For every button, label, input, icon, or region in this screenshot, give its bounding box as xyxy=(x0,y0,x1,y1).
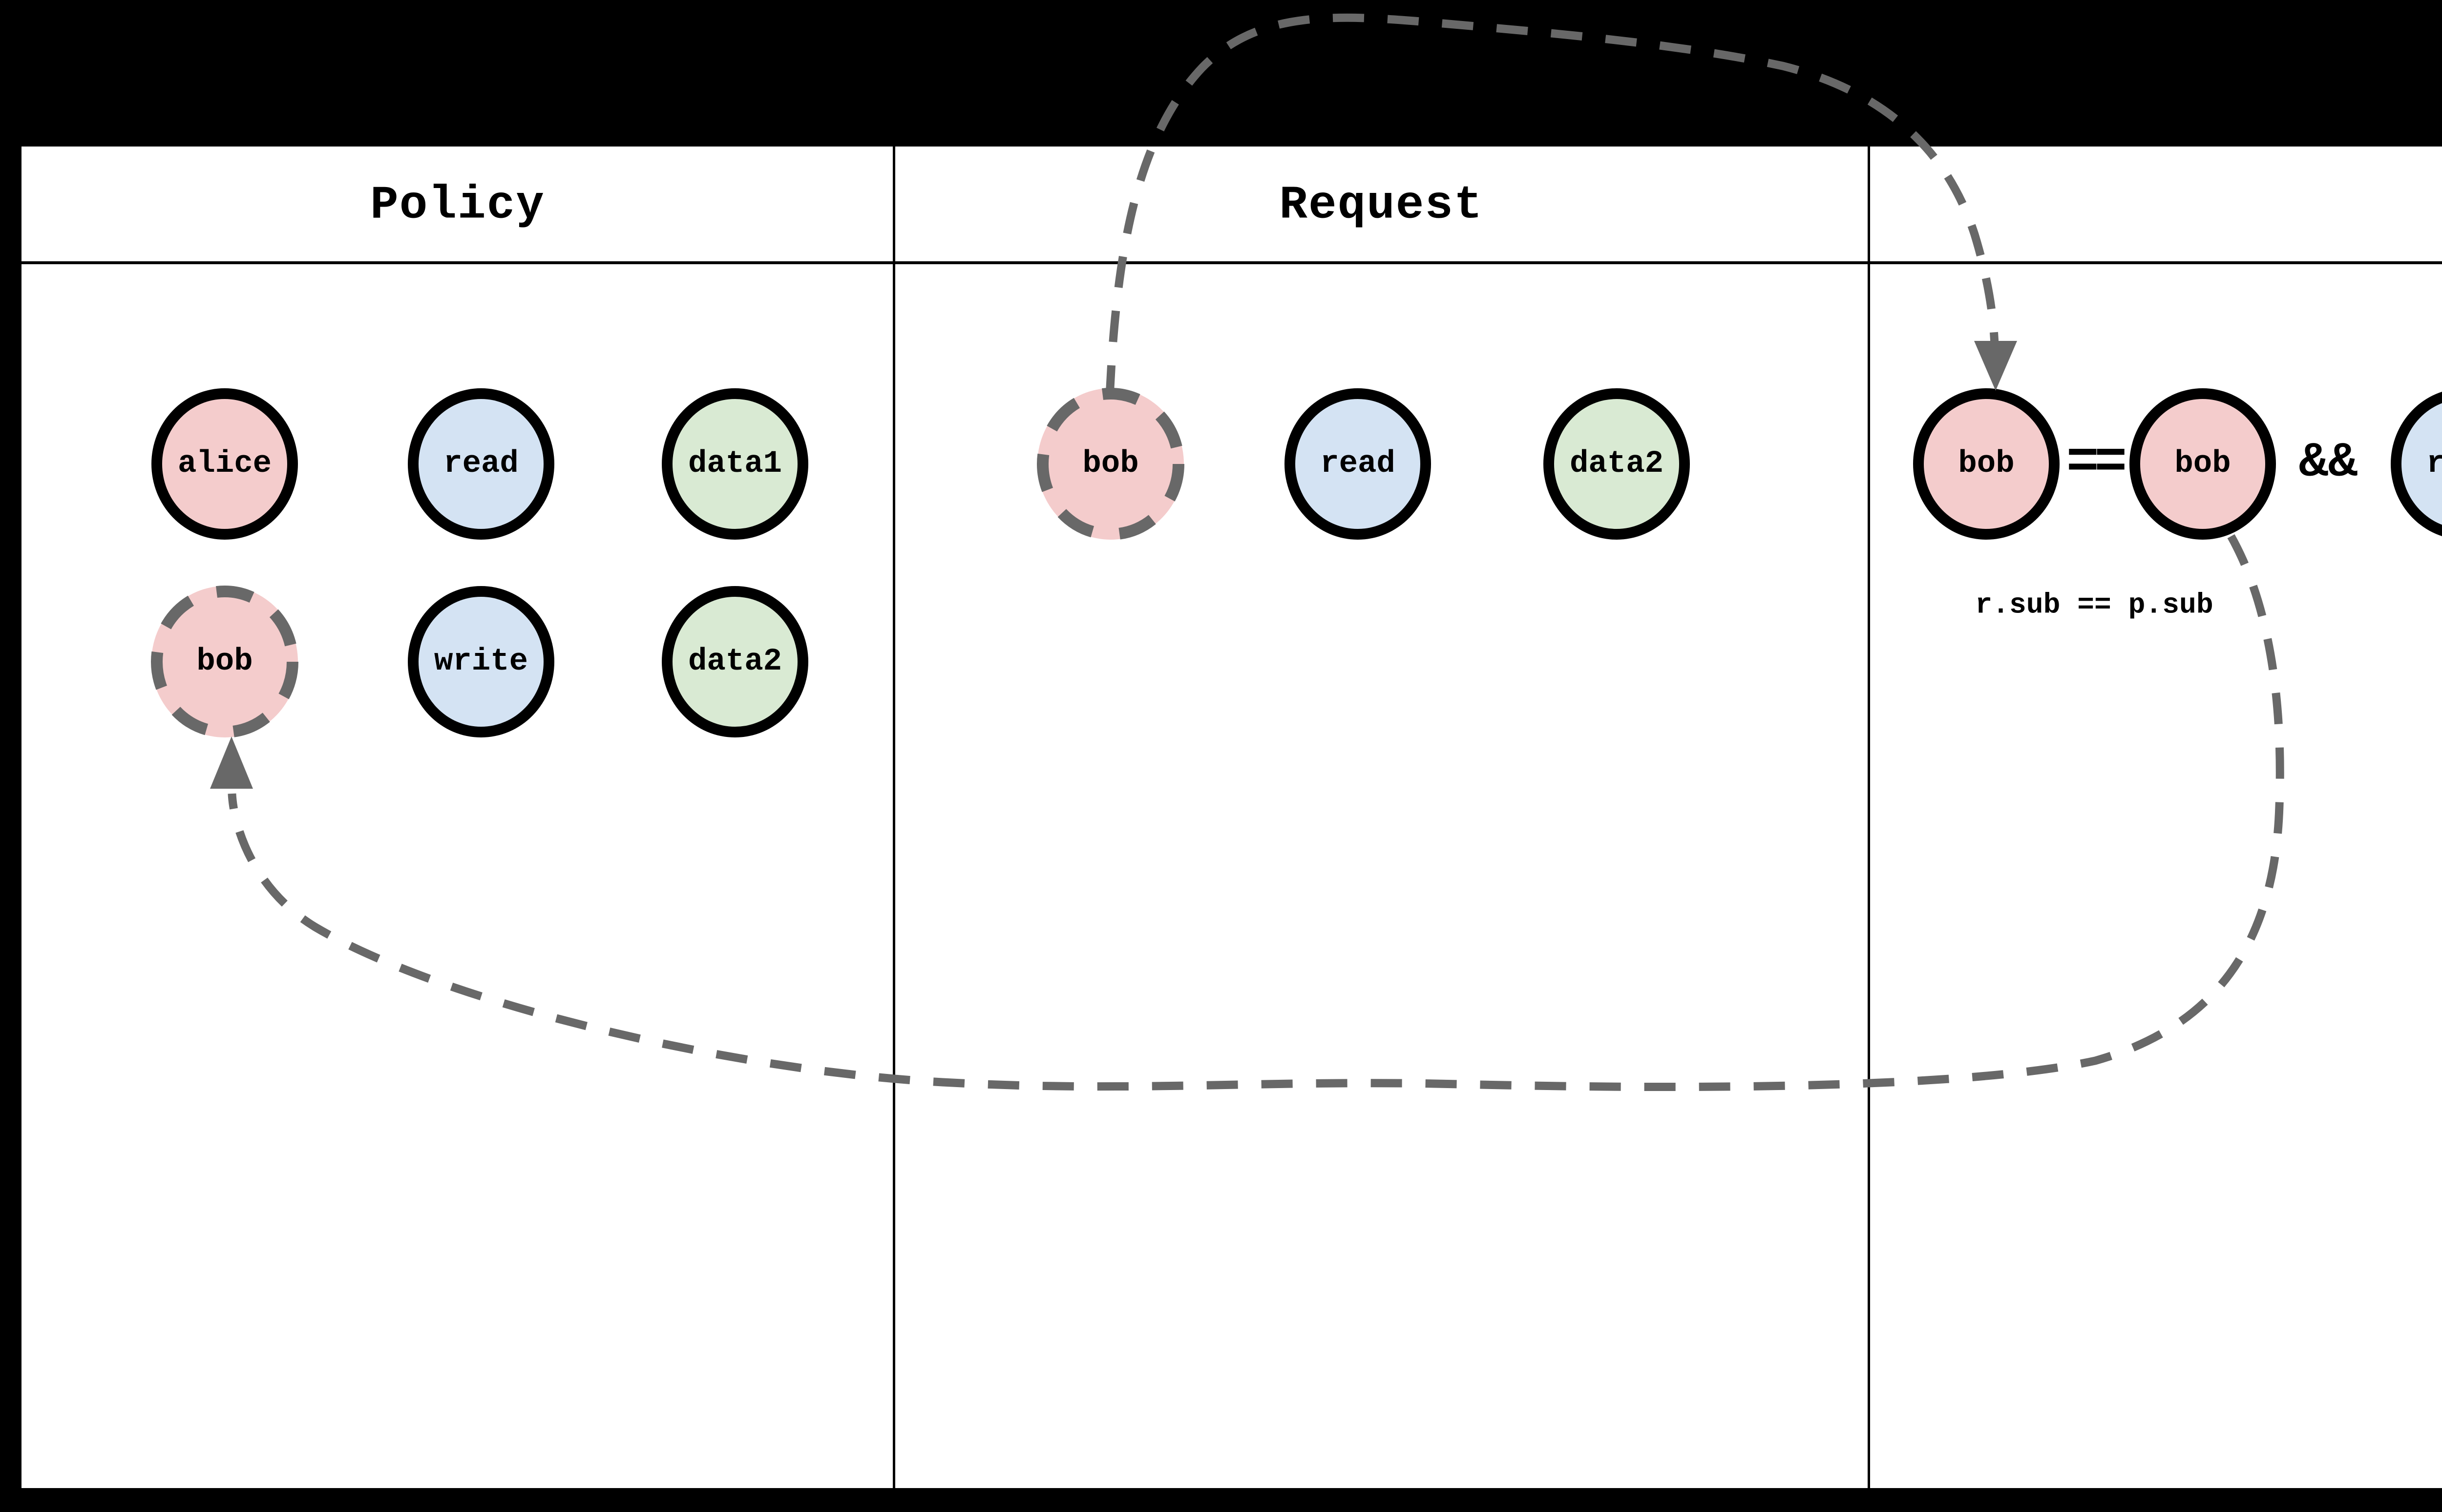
matching-node-p-sub: bob xyxy=(2129,388,2276,540)
request-column-header: Request xyxy=(1279,178,1483,232)
policy-node-data2: data2 xyxy=(662,586,808,737)
column-divider-policy-request xyxy=(893,147,895,1488)
request-node-read: read xyxy=(1284,388,1431,540)
policy-node-read-label: read xyxy=(443,446,519,482)
matching-node-r-sub: bob xyxy=(1913,388,2060,540)
matching-node-r-act-label: read xyxy=(2426,446,2442,482)
matching-node-p-sub-label: bob xyxy=(2174,446,2231,482)
policy-node-data2-label: data2 xyxy=(688,644,782,679)
policy-node-data1: data1 xyxy=(662,388,808,540)
policy-node-write-label: write xyxy=(434,644,528,679)
policy-node-bob-highlighted: bob xyxy=(151,586,298,737)
request-node-bob-highlighted: bob xyxy=(1037,388,1184,540)
and-operator-1: && xyxy=(2298,435,2358,491)
policy-node-alice: alice xyxy=(151,388,298,540)
policy-node-write: write xyxy=(408,586,554,737)
request-node-data2-label: data2 xyxy=(1569,446,1664,482)
policy-node-data1-label: data1 xyxy=(688,446,782,482)
policy-node-alice-label: alice xyxy=(177,446,272,482)
matching-node-r-sub-label: bob xyxy=(1958,446,2015,482)
equals-operator-sub: == xyxy=(2066,432,2127,494)
policy-node-read: read xyxy=(408,388,554,540)
table-background xyxy=(21,147,2442,1488)
request-node-read-label: read xyxy=(1320,446,1395,482)
request-node-bob-label: bob xyxy=(1082,446,1139,482)
policy-node-bob-label: bob xyxy=(196,644,253,679)
request-node-data2: data2 xyxy=(1543,388,1690,540)
policy-column-header: Policy xyxy=(370,178,545,232)
caption-sub-match: r.sub == p.sub xyxy=(1975,589,2213,622)
column-divider-request-matching xyxy=(1868,147,1870,1488)
header-divider-line xyxy=(21,261,2442,264)
